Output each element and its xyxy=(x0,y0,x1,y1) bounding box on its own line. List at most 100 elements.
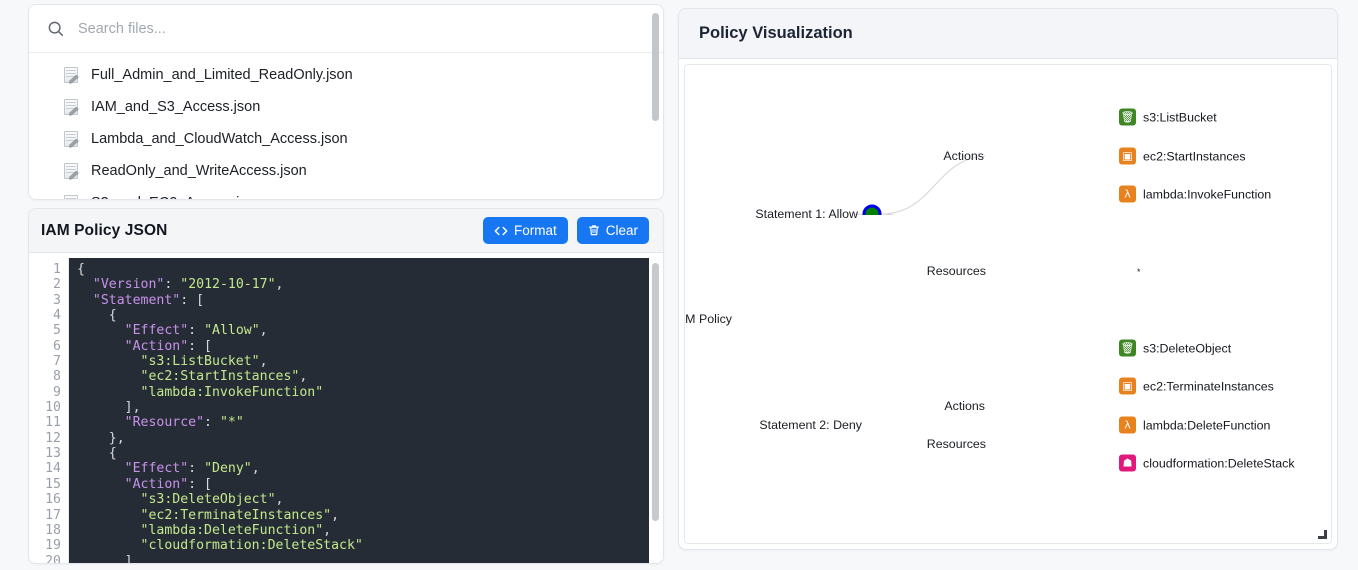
line-number: 3 xyxy=(53,292,61,308)
clear-button[interactable]: Clear xyxy=(576,217,649,244)
s3-icon: 🗑 xyxy=(1119,108,1136,126)
cloudformation-icon: ☗ xyxy=(1119,454,1136,472)
code-brackets-icon xyxy=(494,225,508,237)
code-editor-scrollbar[interactable] xyxy=(652,263,659,521)
file-list-scrollbar[interactable] xyxy=(652,13,659,121)
file-name: Lambda_and_CloudWatch_Access.json xyxy=(91,131,348,147)
list-item[interactable]: IAM_and_S3_Access.json xyxy=(29,91,663,123)
s3-icon: 🗑 xyxy=(1119,339,1136,357)
format-button[interactable]: Format xyxy=(482,217,568,244)
graph-node[interactable] xyxy=(862,204,882,215)
line-number: 10 xyxy=(45,400,61,416)
graph-leaf-node[interactable]: 🗑 s3:DeleteObject xyxy=(1119,339,1232,357)
line-number: 13 xyxy=(45,446,61,462)
code-line: { xyxy=(77,446,117,462)
file-name: ReadOnly_and_WriteAccess.json xyxy=(91,163,307,179)
list-item[interactable]: Lambda_and_CloudWatch_Access.json xyxy=(29,123,663,155)
graph-node-label: Resources xyxy=(926,264,986,278)
code-line: "ec2:TerminateInstances", xyxy=(140,507,340,523)
code-line: "cloudformation:DeleteStack" xyxy=(140,538,363,554)
code-content[interactable]: { "Version": "2012-10-17", "Statement": … xyxy=(69,258,649,563)
json-editor-actions: Format Clear xyxy=(482,217,649,244)
code-line: ], xyxy=(77,400,141,416)
line-number: 20 xyxy=(45,553,61,563)
line-number: 9 xyxy=(53,384,61,400)
visualization-header: Policy Visualization xyxy=(679,9,1337,59)
line-number: 4 xyxy=(53,308,61,324)
line-number: 11 xyxy=(45,415,61,431)
graph-leaf-node[interactable]: ▣ec2:TerminateInstances xyxy=(1119,377,1274,395)
json-editor-title: IAM Policy JSON xyxy=(41,221,168,239)
line-number: 2 xyxy=(53,277,61,293)
graph-leaf-node[interactable]: 🗑 s3:ListBucket xyxy=(1119,108,1217,126)
graph-node-label: Statement 2: Deny xyxy=(759,418,862,432)
code-line: "Statement": [ xyxy=(92,292,205,308)
search-input[interactable] xyxy=(76,19,645,38)
graph-node-label: IAM Policy xyxy=(685,312,732,326)
code-line: "ec2:StartInstances", xyxy=(140,369,308,385)
policy-visualization-panel: Policy Visualization IAM PolicyStatement… xyxy=(678,8,1338,550)
format-button-label: Format xyxy=(513,222,557,238)
code-line: "s3:DeleteObject", xyxy=(140,492,284,508)
code-line: "Effect": "Deny", xyxy=(124,461,260,477)
visualization-title: Policy Visualization xyxy=(699,24,853,42)
list-item[interactable]: ReadOnly_and_WriteAccess.json xyxy=(29,155,663,187)
json-editor-header: IAM Policy JSON Format xyxy=(29,209,663,253)
line-number: 7 xyxy=(53,354,61,370)
graph-leaf-node[interactable]: ☗cloudformation:DeleteStack xyxy=(1119,454,1295,472)
code-editor[interactable]: 123456789101112131415161718192021 { "Ver… xyxy=(29,253,663,563)
graph-node-label: Actions xyxy=(943,149,984,163)
code-line: { xyxy=(77,308,117,324)
graph-node-label: Resources xyxy=(926,437,986,451)
clear-button-label: Clear xyxy=(605,222,638,238)
graph-leaf-label: lambda:InvokeFunction xyxy=(1143,187,1272,201)
lambda-icon: λ xyxy=(1119,185,1136,203)
line-number: 12 xyxy=(45,430,61,446)
line-number: 5 xyxy=(53,323,61,339)
code-line: "lambda:InvokeFunction" xyxy=(140,384,324,400)
policy-graph[interactable] xyxy=(685,65,985,215)
code-line: "Action": [ xyxy=(124,338,212,354)
code-line: { xyxy=(77,262,85,277)
file-note-icon xyxy=(63,194,80,199)
line-number: 8 xyxy=(53,369,61,385)
code-line: }, xyxy=(77,430,125,446)
left-column: Full_Admin_and_Limited_ReadOnly.jsonIAM_… xyxy=(28,4,664,564)
ec2-icon: ▣ xyxy=(1119,377,1136,395)
graph-leaf-node[interactable]: λ lambda:InvokeFunction xyxy=(1119,185,1272,203)
file-note-icon xyxy=(63,162,80,180)
graph-leaf-label: s3:DeleteObject xyxy=(1143,341,1232,355)
file-browser-panel: Full_Admin_and_Limited_ReadOnly.jsonIAM_… xyxy=(28,4,664,200)
graph-leaf-node[interactable]: ▣ec2:StartInstances xyxy=(1119,147,1246,165)
line-number: 16 xyxy=(45,492,61,508)
code-line: "Resource": "*" xyxy=(124,415,244,431)
graph-leaf-label: s3:ListBucket xyxy=(1143,110,1217,124)
list-item[interactable]: S3_and_EC2_Access.json xyxy=(29,187,663,199)
file-name: S3_and_EC2_Access.json xyxy=(91,195,263,199)
file-name: Full_Admin_and_Limited_ReadOnly.json xyxy=(91,67,353,83)
file-note-icon xyxy=(63,66,80,84)
code-line: "s3:ListBucket", xyxy=(140,354,268,370)
list-item[interactable]: Full_Admin_and_Limited_ReadOnly.json xyxy=(29,59,663,91)
graph-leaf-label: ec2:StartInstances xyxy=(1143,149,1246,163)
graph-edge xyxy=(880,155,985,215)
line-number: 17 xyxy=(45,507,61,523)
line-number-gutter: 123456789101112131415161718192021 xyxy=(35,258,69,563)
code-line: "Effect": "Allow", xyxy=(124,323,268,339)
search-bar[interactable] xyxy=(29,5,663,53)
resize-grip[interactable] xyxy=(1316,528,1328,540)
graph-leaf-label: lambda:DeleteFunction xyxy=(1143,418,1271,432)
code-line: "lambda:DeleteFunction", xyxy=(140,522,332,538)
line-number: 18 xyxy=(45,522,61,538)
trash-icon xyxy=(588,224,600,237)
graph-node-label: Statement 1: Allow xyxy=(755,207,858,221)
code-line: "Action": [ xyxy=(124,476,212,492)
graph-node-label: * xyxy=(1137,267,1141,277)
file-note-icon xyxy=(63,130,80,148)
line-number: 1 xyxy=(53,262,61,277)
